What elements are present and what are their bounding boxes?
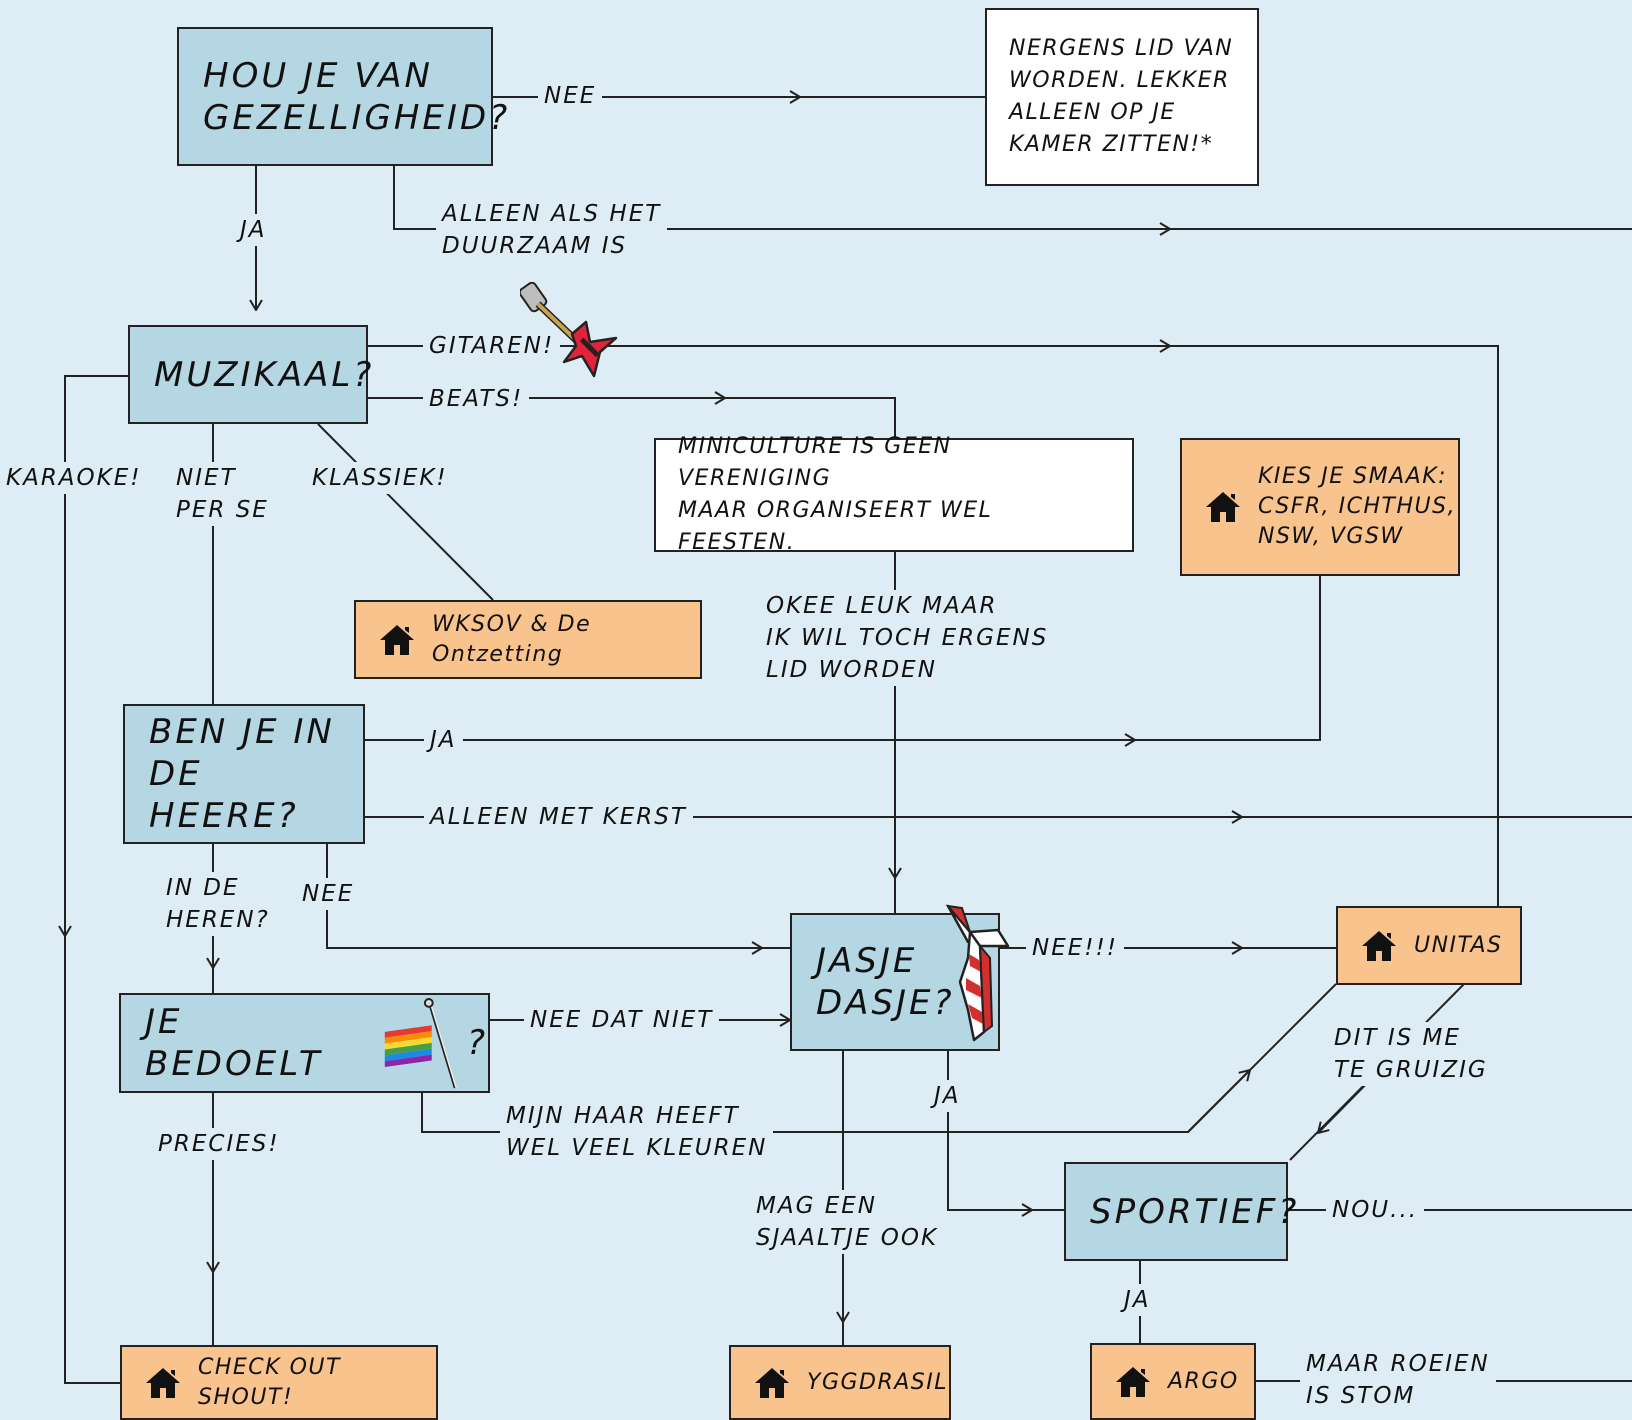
destination-unitas-label: Unitas (1414, 932, 1503, 958)
question-sportief-text: Sportief? (1090, 1191, 1300, 1232)
edge-label-in-de-heren: In de heren? (160, 872, 276, 936)
destination-wksov: WKSOV & De Ontzetting (354, 600, 702, 679)
edge-label-kerst: Alleen met kerst (424, 801, 693, 833)
edge-label-duurzaam: Alleen als het duurzaam is (436, 198, 668, 262)
destination-shout-label: Check out Shout! (198, 1354, 341, 1410)
edge-label-ja-heere: Ja (424, 724, 463, 756)
edge-label-roeien: Maar roeien is stom (1300, 1348, 1496, 1412)
edge-label-precies: Precies! (152, 1128, 286, 1160)
edge-label-nee-jasje: Nee!!! (1026, 932, 1124, 964)
edge-label-gitaren: Gitaren! (423, 330, 561, 362)
destination-yggdrasil: Yggdrasil (729, 1345, 951, 1420)
house-icon (1116, 1366, 1150, 1397)
house-icon (1362, 930, 1396, 961)
edge-label-karaoke: Karaoke! (0, 462, 148, 494)
destination-argo: Argo (1090, 1343, 1256, 1420)
house-icon (1206, 492, 1240, 522)
rainbow-flag-icon (384, 998, 457, 1089)
house-icon (380, 624, 414, 655)
question-heere: Ben je in de Heere? (123, 704, 365, 844)
destination-shout: Check out Shout! (120, 1345, 438, 1420)
destination-wksov-label: WKSOV & De Ontzetting (432, 611, 592, 667)
scarf-icon (945, 904, 1010, 1042)
question-muzikaal: Muzikaal? (128, 325, 371, 424)
question-bedoelt: Je bedoelt ? (119, 993, 490, 1093)
edge-label-klassiek: Klassiek! (306, 462, 454, 494)
edge-label-gruizig: Dit is me te gruizig (1328, 1022, 1494, 1086)
edge-label-sjaaltje: Mag een sjaaltje ook (750, 1190, 945, 1254)
edge-label-ja: Ja (234, 214, 273, 246)
guitar-icon (520, 282, 618, 378)
house-icon (755, 1367, 789, 1398)
destination-kies: Kies je smaak: CSFR, Ichthus, NSW, VGSW (1180, 438, 1460, 576)
note-miniculture-text: Miniculture is geen vereniging maar orga… (678, 434, 993, 555)
destination-argo-label: Argo (1168, 1368, 1239, 1394)
question-gezelligheid: Hou je van gezelligheid? (177, 27, 507, 166)
house-icon (146, 1367, 180, 1398)
edge-label-okee: Okee leuk maar ik wil toch ergens lid wo… (760, 590, 1055, 686)
question-jasje-text: Jasje dasje? (816, 941, 955, 1023)
question-gezelligheid-text: Hou je van gezelligheid? (203, 55, 511, 138)
destination-yggdrasil-label: Yggdrasil (807, 1369, 949, 1395)
edge-label-nee-dat-niet: Nee dat niet (524, 1004, 720, 1036)
edge-label-nee: Nee (538, 80, 603, 112)
question-muzikaal-text: Muzikaal? (154, 354, 375, 395)
edge-label-beats: Beats! (423, 383, 530, 415)
edge-label-ja-jasje: Ja (928, 1080, 967, 1112)
edge-label-nee-heere: Nee (296, 878, 361, 910)
destination-kies-label: Kies je smaak: CSFR, Ichthus, NSW, VGSW (1258, 464, 1457, 549)
destination-unitas: Unitas (1336, 906, 1522, 985)
question-sportief: Sportief? (1064, 1162, 1296, 1261)
question-bedoelt-mark: ? (466, 1023, 488, 1063)
edge-label-ja-sportief: Ja (1118, 1284, 1157, 1316)
question-bedoelt-text: Je bedoelt (145, 1002, 323, 1084)
edge-label-haar: Mijn haar heeft wel veel kleuren (500, 1100, 774, 1164)
note-nergens-text: Nergens lid van worden. Lekker alleen op… (1009, 36, 1234, 157)
note-nergens: Nergens lid van worden. Lekker alleen op… (985, 8, 1259, 186)
edge-label-nou: Nou... (1326, 1194, 1425, 1226)
note-miniculture: Miniculture is geen vereniging maar orga… (654, 434, 1134, 555)
question-heere-text: Ben je in de Heere? (149, 712, 335, 836)
edge-label-niet-per-se: Niet per se (170, 462, 275, 526)
